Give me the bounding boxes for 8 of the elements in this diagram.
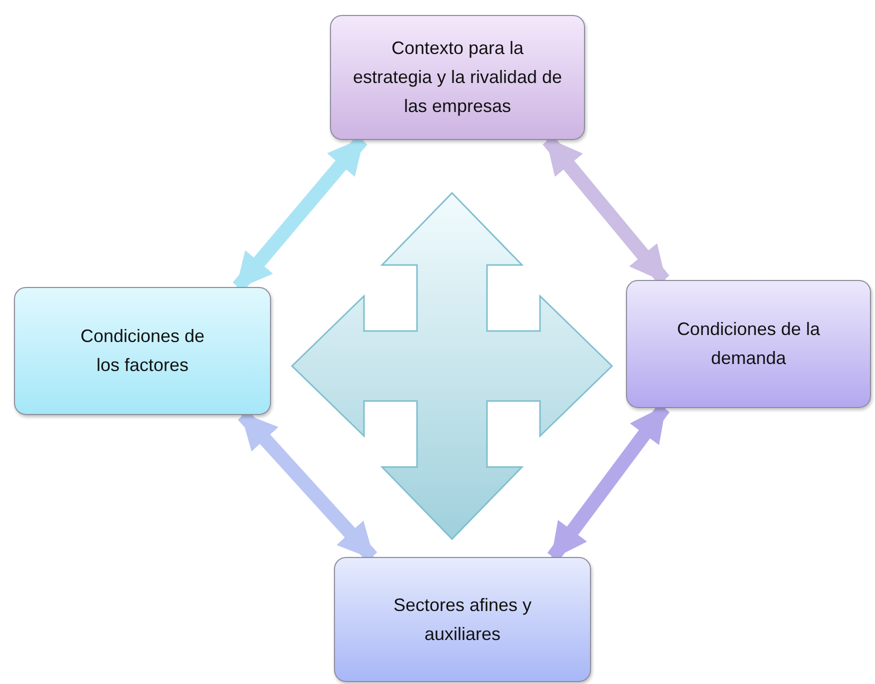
factor-box [334,557,591,682]
box-label: Sectores afines y auxiliares [392,594,533,646]
factor-box [626,280,871,408]
factor-box [330,15,585,140]
box-label: Contexto para la estrategia y la rivalidad de las empresas [352,37,562,118]
box-label: Condiciones de la demanda [676,318,822,370]
factor-box [14,287,271,415]
box-label: Condiciones de los factores [79,325,206,377]
